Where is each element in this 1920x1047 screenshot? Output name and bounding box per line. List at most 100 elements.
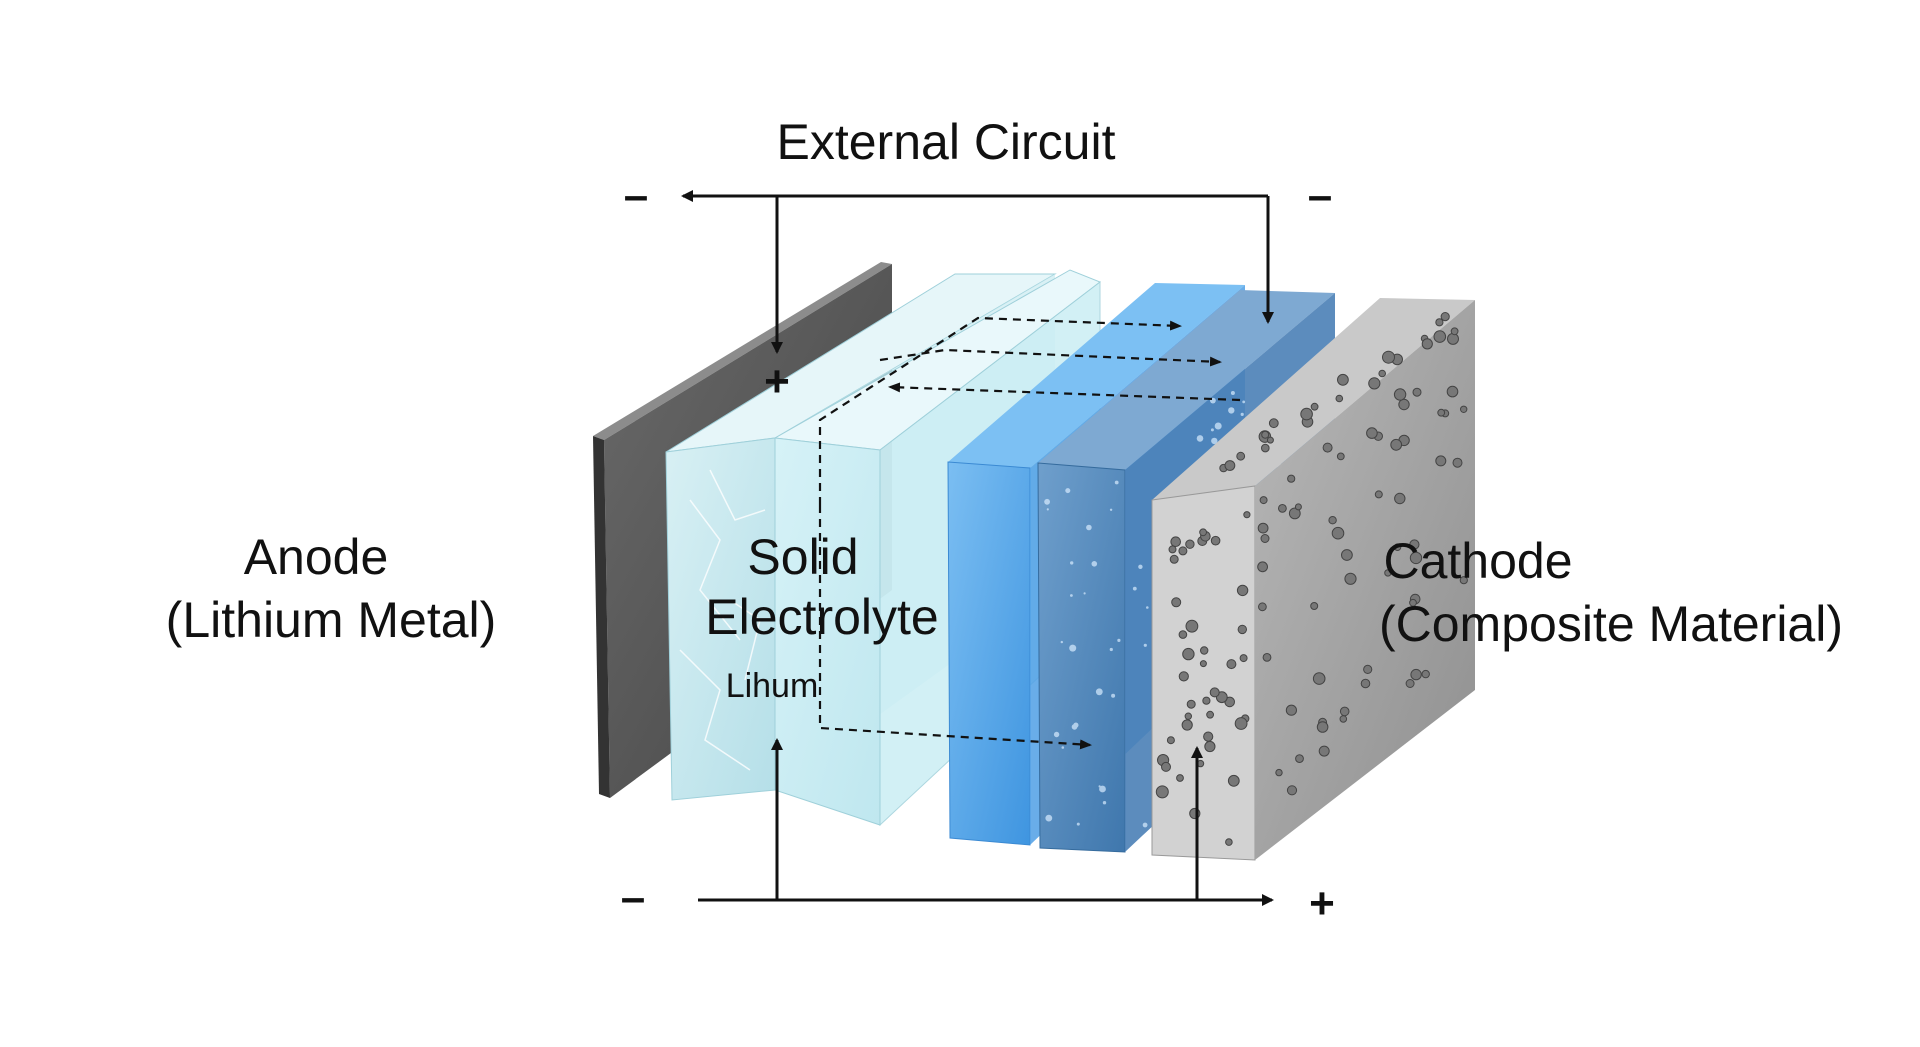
cathode-particle [1237, 624, 1248, 635]
cathode-particle [1258, 602, 1267, 612]
cathode-particle [1261, 443, 1270, 453]
cathode-particle [1259, 496, 1268, 505]
cathode-particle [1206, 710, 1214, 719]
cathode-particle [1239, 654, 1248, 663]
ion-paths [818, 316, 1241, 750]
speckle-dot [1099, 785, 1106, 793]
cathode-particle [1155, 785, 1169, 799]
speckle-dot [1086, 524, 1092, 531]
speckle-dot [1102, 801, 1107, 805]
speckle-dot [1240, 412, 1244, 416]
ion-path-2 [879, 348, 1222, 367]
cathode-particle [1182, 647, 1195, 661]
speckle-dot [1211, 437, 1218, 445]
cathode-particle [1225, 838, 1233, 846]
speckle-dot [1065, 488, 1071, 494]
cathode-particle [1322, 442, 1333, 453]
cathode-particle [1409, 539, 1420, 550]
cathode-material-label: (Composite Material) [1379, 596, 1843, 652]
electrolyte-label: Electrolyte [705, 589, 938, 645]
speckle-dot [1098, 785, 1101, 788]
cathode-particle [1412, 387, 1422, 397]
speckle-dot [1095, 688, 1103, 696]
cathode-particle [1393, 543, 1402, 552]
speckle-dot [1138, 564, 1143, 569]
cathode-particle [1178, 630, 1188, 639]
speckle-dot [1132, 586, 1137, 591]
speckle-dot [1053, 731, 1060, 738]
ion-path-3 [888, 382, 1241, 402]
speckle-dot [1044, 498, 1050, 505]
cathode-particle [1405, 679, 1415, 688]
cathode-particle [1243, 511, 1251, 519]
cathode-particle [1409, 598, 1417, 607]
cathode-particle [1460, 405, 1468, 413]
cathode-particle [1181, 719, 1193, 731]
speckle-dot [1230, 391, 1235, 395]
cathode-particle [1210, 535, 1221, 546]
cathode-particle [1421, 338, 1433, 350]
cathode-particle [1310, 602, 1319, 610]
speckle-dot [1196, 435, 1204, 442]
anode-label: Anode [244, 529, 389, 585]
speckle-dot [1117, 638, 1121, 643]
cathode-particle [1166, 736, 1175, 745]
speckle-dot [1109, 647, 1113, 652]
cathode-particle [1368, 377, 1381, 390]
cathode-particle [1398, 398, 1410, 411]
cathode-particle [1268, 418, 1279, 429]
cathode-particle [1209, 687, 1220, 698]
external-circuit-label: External Circuit [777, 114, 1116, 170]
cathode-particle [1178, 546, 1188, 556]
cathode-particle [1447, 332, 1459, 345]
cathode-particle [1382, 350, 1395, 364]
cathode-particle [1184, 712, 1193, 720]
cathode-block [1151, 298, 1475, 861]
cathode-particle [1363, 664, 1373, 675]
cathode-particle [1390, 438, 1403, 451]
speckle-dot [1242, 400, 1246, 404]
cathode-particle [1344, 572, 1357, 585]
cathode-particle [1459, 576, 1468, 585]
cathode-particle [1234, 717, 1248, 730]
cathode-particle [1278, 504, 1287, 513]
cathode-particle [1226, 659, 1237, 670]
speckle-dot [1060, 640, 1064, 644]
speckle-dot [1061, 746, 1065, 749]
top-right-sign: – [1308, 171, 1332, 220]
cathode-particle [1261, 430, 1270, 439]
cathode-particle [1287, 474, 1296, 483]
cathode-particle [1171, 597, 1182, 608]
cathode-particle [1288, 507, 1301, 520]
cathode-particle [1294, 503, 1302, 511]
anode-material-label: (Lithium Metal) [166, 592, 497, 648]
speckle-dot [1071, 724, 1078, 730]
speckle-dot [1069, 644, 1077, 652]
cathode-particle [1203, 731, 1214, 742]
cathode-particle [1185, 619, 1199, 633]
cathode-particle [1366, 427, 1378, 439]
cathode-particle [1384, 569, 1392, 577]
cathode-particle [1435, 318, 1444, 327]
cathode-particle [1204, 740, 1216, 753]
cathode-particle [1339, 706, 1350, 717]
bottom-right-sign: + [1309, 879, 1335, 928]
cathode-particle [1421, 669, 1430, 679]
cathode-particle [1440, 312, 1450, 322]
cathode-particle [1236, 451, 1246, 461]
cathode-particle [1300, 407, 1313, 421]
cathode-particle [1185, 539, 1195, 549]
cathode-particle [1178, 671, 1189, 682]
cathode-particle [1257, 522, 1269, 534]
cathode-particle [1169, 554, 1179, 564]
speckle-dot [1046, 508, 1049, 511]
speckle-dot [1091, 561, 1098, 567]
cathode-particle [1378, 369, 1386, 378]
speckle-dot [1083, 592, 1086, 595]
speckle-dot [1142, 822, 1148, 828]
ion-path-4 [818, 505, 1092, 750]
cathode-particle [1331, 526, 1345, 540]
cathode-particle [1260, 534, 1270, 543]
cathode-particle [1310, 402, 1319, 411]
